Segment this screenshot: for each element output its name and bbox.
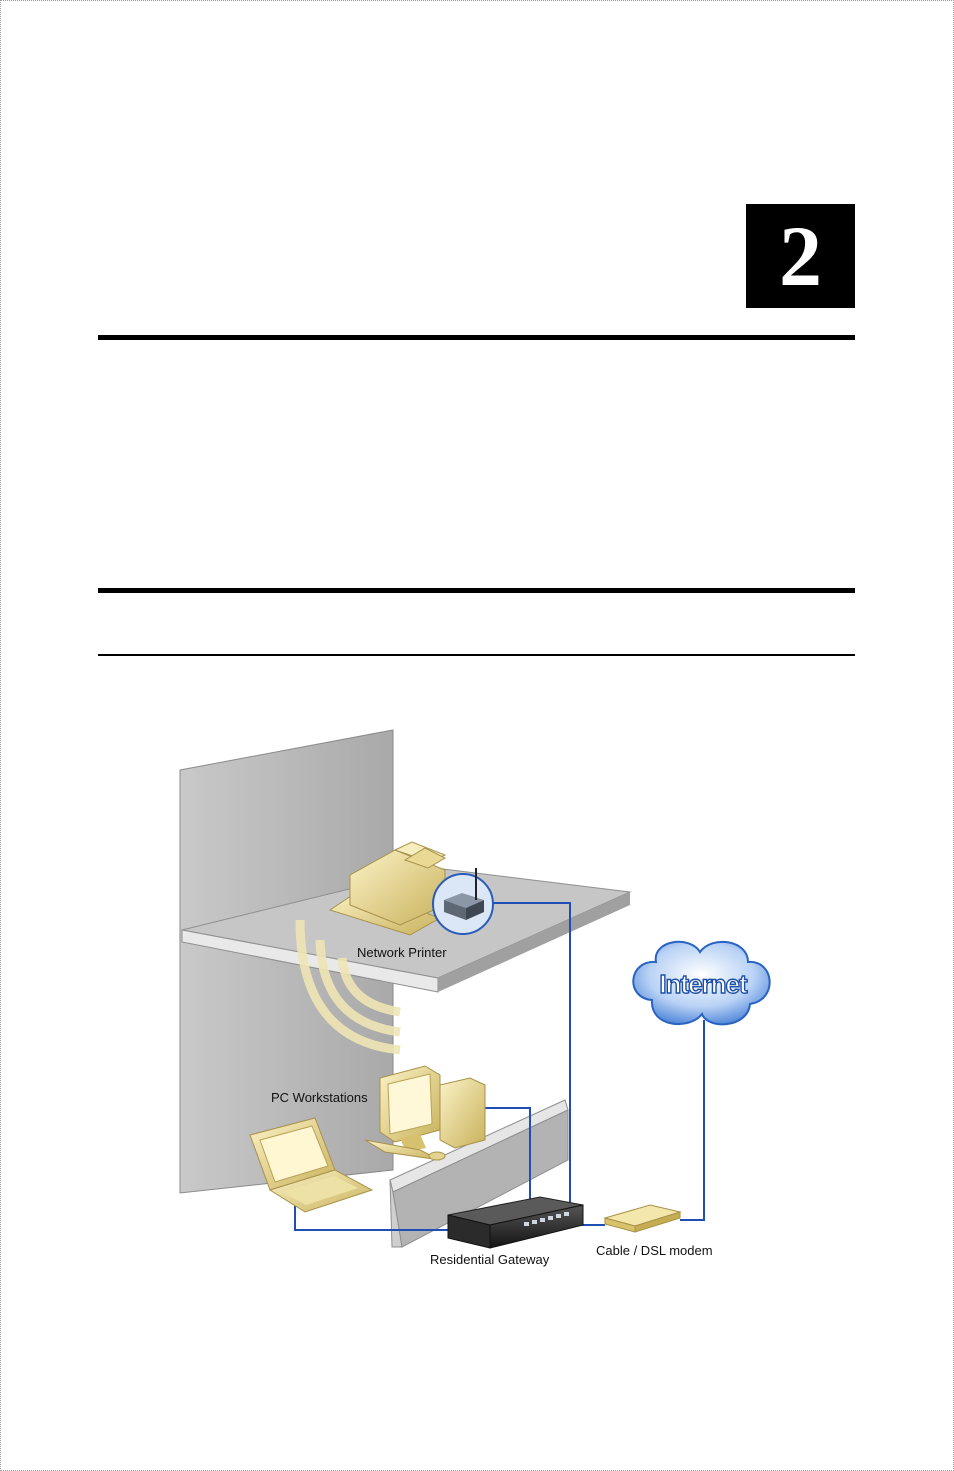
residential-gateway-label: Residential Gateway	[430, 1252, 550, 1267]
section-rule-top	[98, 588, 855, 593]
internet-label: Internet	[659, 969, 748, 999]
modem-icon	[605, 1205, 680, 1232]
modem-label: Cable / DSL modem	[596, 1243, 713, 1258]
network-printer-label: Network Printer	[357, 945, 447, 960]
section-rule-bottom	[98, 654, 855, 656]
network-diagram: Network Printer Internet PC Workstations…	[170, 720, 780, 1280]
wall-illustration	[180, 730, 630, 1247]
internet-cloud-icon: Internet	[633, 942, 769, 1025]
chapter-title-rule	[98, 335, 855, 340]
chapter-number-box: 2	[746, 204, 855, 308]
pc-workstations-label: PC Workstations	[271, 1090, 368, 1105]
chapter-number: 2	[779, 206, 822, 306]
